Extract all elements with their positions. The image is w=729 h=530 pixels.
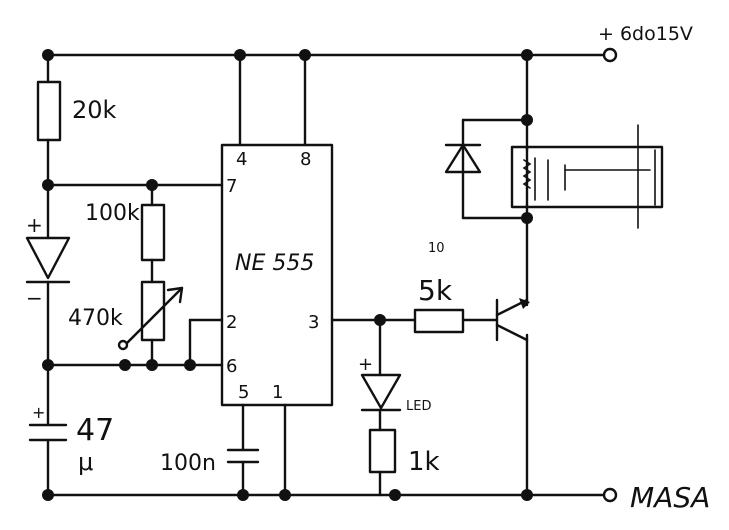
pin-2: 2 <box>226 312 237 333</box>
label-led: LED <box>406 399 431 414</box>
cap-plus: + <box>32 403 45 422</box>
pin-6: 6 <box>226 356 237 377</box>
label-20k: 20k <box>72 96 117 124</box>
diode-minus: − <box>26 286 43 310</box>
label-1k: 1k <box>408 447 440 477</box>
led-plus: + <box>358 354 373 375</box>
pin-1: 1 <box>272 382 283 403</box>
flyback-diode <box>444 143 482 174</box>
relay <box>510 124 664 229</box>
pin-5: 5 <box>238 382 249 403</box>
capacitor-100n <box>226 448 260 464</box>
junction-dots <box>42 49 533 501</box>
pin-3: 3 <box>308 312 319 333</box>
ic-ne555 <box>220 143 334 407</box>
potentiometer-470k <box>117 280 184 351</box>
label-ic: NE 555 <box>235 251 314 276</box>
resistor-5k <box>413 308 465 334</box>
label-5k-top: 10 <box>428 241 445 256</box>
ground-terminal <box>602 487 618 503</box>
diode-plus: + <box>26 213 43 237</box>
supply-terminal <box>602 47 618 63</box>
resistor-1k <box>368 428 397 474</box>
resistor-20k <box>36 80 62 142</box>
label-100n: 100n <box>160 451 216 476</box>
pin-4: 4 <box>236 149 247 170</box>
diode-left <box>25 236 71 284</box>
label-47: 47 <box>76 413 114 448</box>
label-ground: MASA <box>630 481 710 514</box>
capacitor-47u <box>28 423 68 442</box>
label-100k: 100k <box>85 201 140 226</box>
led <box>360 373 402 412</box>
label-47-unit: μ <box>78 448 93 476</box>
resistor-100k <box>140 203 166 262</box>
label-5k: 5k <box>418 274 453 307</box>
pin-8: 8 <box>300 149 311 170</box>
wires <box>46 53 612 497</box>
transistor-npn <box>495 298 530 342</box>
pin-7: 7 <box>226 176 237 197</box>
label-supply: + 6do15V <box>598 23 693 45</box>
label-470k: 470k <box>68 306 123 331</box>
